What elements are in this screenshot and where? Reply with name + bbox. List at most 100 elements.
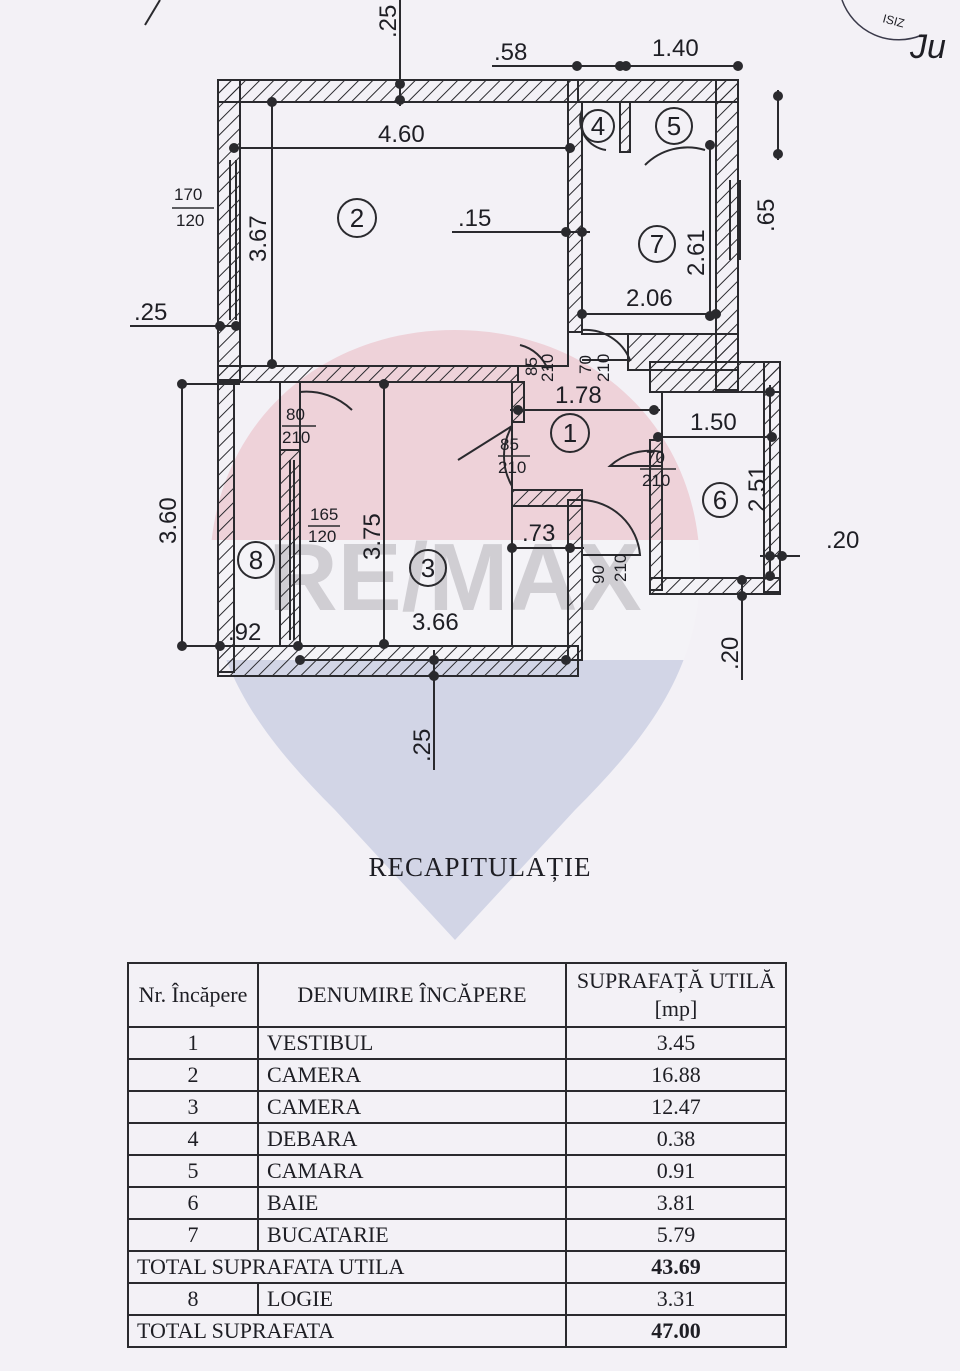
door-210b: 210 (538, 354, 557, 382)
dim-020-bottom: .20 (717, 637, 744, 670)
dim-top-wall: .25 (375, 5, 402, 38)
window-170: 170 (174, 185, 202, 204)
total-utila-value: 43.69 (565, 1250, 787, 1284)
dim-367: 3.67 (245, 215, 272, 262)
table-row: 6 BAIE 3.81 (127, 1186, 787, 1220)
dimension-labels: .25 .58 1.40 4.60 3.67 .15 2.61 2.06 .65… (134, 5, 859, 762)
dim-375: 3.75 (359, 513, 386, 560)
dim-206: 2.06 (626, 285, 673, 312)
floor-plan-drawing: 2 4 5 7 1 6 8 3 .25 .58 1.40 4.60 3.67 .… (130, 0, 859, 770)
table-header-row: Nr. Încăpere DENUMIRE ÎNCĂPERE SUPRAFAȚĂ… (127, 962, 787, 1028)
row-name: VESTIBUL (257, 1026, 567, 1060)
row-area: 12.47 (565, 1090, 787, 1124)
room-marker-2 (337, 198, 377, 238)
dim-025-left: .25 (134, 299, 167, 326)
room-marker-4 (581, 109, 615, 143)
header-name: DENUMIRE ÎNCĂPERE (257, 962, 567, 1028)
recap-title: RECAPITULAȚIE (368, 852, 592, 882)
row-name: CAMERA (257, 1058, 567, 1092)
logie-row: 8 LOGIE 3.31 (127, 1282, 787, 1316)
door-70b: 70 (646, 448, 665, 467)
room-marker-5 (655, 107, 693, 145)
dim-020-right: .20 (826, 527, 859, 554)
stray-line (144, 0, 161, 26)
opening-labels (172, 207, 676, 527)
row-nr: 5 (127, 1154, 259, 1188)
row-name: CAMERA (257, 1090, 567, 1124)
handwritten-signature: Ju (909, 28, 946, 66)
room-number-7: 7 (650, 229, 664, 259)
total-row: TOTAL SUPRAFATA 47.00 (127, 1314, 787, 1348)
room-number-5: 5 (667, 111, 681, 141)
row-area: 3.81 (565, 1186, 787, 1220)
door-210c: 210 (498, 458, 526, 477)
total-utila-row: TOTAL SUPRAFATA UTILA 43.69 (127, 1250, 787, 1284)
room-number-3: 3 (421, 553, 435, 583)
row-area: 0.38 (565, 1122, 787, 1156)
door-85a: 85 (522, 357, 541, 376)
row-name: CAMARA (257, 1154, 567, 1188)
floor-plan: 2 4 5 7 1 6 8 3 .25 .58 1.40 4.60 3.67 .… (130, 0, 859, 770)
door-210a: 210 (282, 428, 310, 447)
table-row: 1 VESTIBUL 3.45 (127, 1026, 787, 1060)
room-numbers: 2 4 5 7 1 6 8 3 (249, 111, 727, 583)
row-area: 3.45 (565, 1026, 787, 1060)
room-marker-3 (409, 549, 447, 587)
row-area: 16.88 (565, 1058, 787, 1092)
door-80: 80 (286, 405, 305, 424)
room-marker-1 (550, 413, 590, 453)
table-row: 4 DEBARA 0.38 (127, 1122, 787, 1156)
table-row: 5 CAMARA 0.91 (127, 1154, 787, 1188)
opening-texts: 170 120 80 210 165 120 85 210 85 210 70 … (174, 185, 670, 584)
row-nr: 2 (127, 1058, 259, 1092)
dim-360: 3.60 (155, 497, 182, 544)
room-number-2: 2 (350, 203, 364, 233)
window-165: 165 (310, 505, 338, 524)
table-row: 2 CAMERA 16.88 (127, 1058, 787, 1092)
logie-nr: 8 (127, 1282, 259, 1316)
logie-area: 3.31 (565, 1282, 787, 1316)
door-90: 90 (589, 565, 608, 584)
dim-366: 3.66 (412, 609, 459, 636)
stamp-signature: ISIZ Ju (841, 0, 946, 66)
door-210d: 210 (594, 354, 613, 382)
window-120b: 120 (308, 527, 336, 546)
room-marker-8 (237, 541, 275, 579)
window-120a: 120 (176, 211, 204, 230)
total-utila-label: TOTAL SUPRAFATA UTILA (127, 1250, 567, 1284)
door-85b: 85 (500, 435, 519, 454)
row-nr: 6 (127, 1186, 259, 1220)
header-nr: Nr. Încăpere (127, 962, 259, 1028)
row-nr: 1 (127, 1026, 259, 1060)
room-number-8: 8 (249, 545, 263, 575)
row-name: BUCATARIE (257, 1218, 567, 1252)
logie-name: LOGIE (257, 1282, 567, 1316)
door-210e: 210 (642, 471, 670, 490)
total-label: TOTAL SUPRAFATA (127, 1314, 567, 1348)
dim-460: 4.60 (378, 121, 425, 148)
dim-261: 2.61 (683, 229, 710, 276)
recap-table: Nr. Încăpere DENUMIRE ÎNCĂPERE SUPRAFAȚĂ… (127, 962, 787, 1348)
dim-092: .92 (228, 619, 261, 646)
header-area: SUPRAFAȚĂ UTILĂ [mp] (565, 962, 787, 1028)
row-nr: 3 (127, 1090, 259, 1124)
door-70a: 70 (576, 355, 595, 374)
room-number-1: 1 (563, 418, 577, 448)
total-value: 47.00 (565, 1314, 787, 1348)
row-name: BAIE (257, 1186, 567, 1220)
stamp-text: ISIZ (881, 11, 906, 30)
row-nr: 4 (127, 1122, 259, 1156)
room-number-6: 6 (713, 485, 727, 515)
dimension-lines (130, 0, 800, 770)
room-marker-7 (638, 225, 676, 263)
dim-058: .58 (494, 39, 527, 66)
room-marker-6 (702, 482, 738, 518)
row-area: 0.91 (565, 1154, 787, 1188)
dim-025-bottom: .25 (409, 729, 436, 762)
dim-073: .73 (522, 520, 555, 547)
walls (217, 79, 781, 677)
dim-015: .15 (458, 205, 491, 232)
row-area: 5.79 (565, 1218, 787, 1252)
door-swings (299, 109, 706, 556)
room-markers (237, 107, 738, 587)
